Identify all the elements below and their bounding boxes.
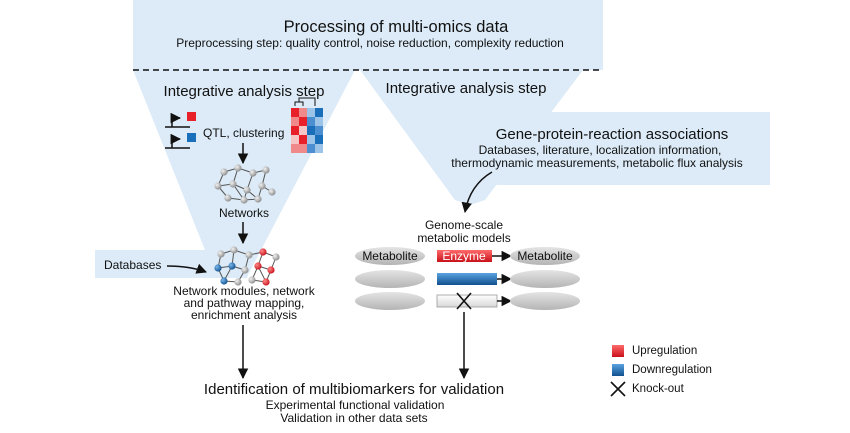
modules-line-1: Network modules, network [173,284,315,298]
knockout-legend-icon [610,381,626,397]
enzyme-label: Enzyme [442,249,486,263]
gpr-band [492,112,770,185]
network-modules-icon [214,246,280,286]
knockout-cross-icon [456,292,472,310]
metabolic-row-2 [355,270,580,288]
left-step-title: Integrative analysis step [163,83,325,100]
gpr-title: Gene-protein-reaction associations [495,126,729,143]
gsmm-line-1: Genome-scale [424,218,504,232]
gene-up-icon [165,112,196,128]
metabolic-row-3 [355,292,580,310]
networks-label: Networks [218,206,270,220]
modules-line-2: and pathway mapping, [183,296,305,310]
modules-line-3: enrichment analysis [190,308,298,322]
header-title: Processing of multi-omics data [283,18,509,36]
heatmap-icon [291,97,323,153]
gsmm-line-2: metabolic models [417,231,511,245]
metabolite-left-label: Metabolite [362,249,418,263]
downregulation-swatch [612,364,624,376]
arrow-gpr-to-gsmm [461,171,493,214]
legend-upregulation-label: Upregulation [632,345,698,357]
qtl-label: QTL, clustering [203,126,285,140]
footer-title: Identification of multibiomarkers for va… [203,381,505,398]
footer-line-1: Experimental functional validation [265,398,445,412]
legend-downregulation-label: Downregulation [632,364,712,376]
gene-down-icon [165,133,196,149]
databases-label: Databases [104,258,162,272]
gpr-line-1: Databases, literature, localization info… [478,143,722,157]
network-icon [214,164,276,204]
header-subtitle: Preprocessing step: quality control, noi… [176,36,564,50]
metabolite-right-label: Metabolite [517,249,573,263]
metabolic-row-1 [355,247,580,265]
gpr-line-2: thermodynamic measurements, metabolic fl… [451,156,743,170]
right-step-title: Integrative analysis step [385,80,547,97]
footer-line-2: Validation in other data sets [280,411,428,425]
arrow-databases [166,263,207,274]
upregulation-swatch [612,345,624,357]
legend-knockout-label: Knock-out [632,383,684,395]
